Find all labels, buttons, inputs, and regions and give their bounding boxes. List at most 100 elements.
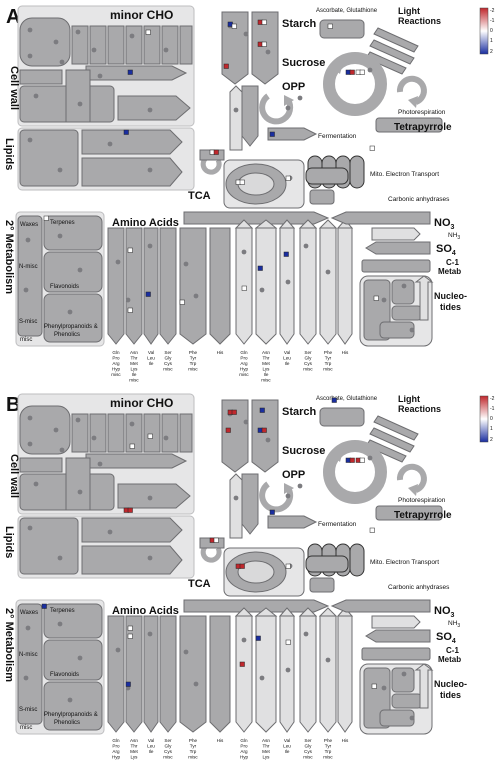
gene-dot [27,137,33,143]
amino-acid-name: Tyr [325,356,332,361]
s-misc-label: S-misc [19,319,37,325]
amino-acid-name: Leu [283,356,291,361]
gene-square [239,179,245,185]
light-reactions-label: Light [398,6,420,16]
opp-label: OPP [282,81,305,93]
gene-dot [325,657,331,663]
sucrose-arrow [251,11,279,85]
tetrapyrrole-box [375,505,443,521]
gene-square [213,149,219,155]
amino-acid-column [143,227,159,345]
carbonic-label: Carbonic anhydrases [388,196,450,203]
gene-dot [75,417,81,423]
amino-acid-name: Pro [240,356,248,361]
gene-dot [233,107,239,113]
gene-dot [97,461,103,467]
amino-acid-name: Leu [283,744,291,749]
gene-dot [183,261,189,267]
gene-dot [57,555,63,561]
cell-wall-block [19,17,71,67]
amino-acid-name: His [342,350,349,355]
gene-square [239,661,245,667]
amino-acid-name: Ile [285,361,290,366]
no3-label: NO3 [434,217,455,231]
gene-square [225,427,231,433]
amino-acid-name: Pro [240,744,248,749]
amino-acid-name: misc [111,372,121,377]
waxes-label: Waxes [20,610,38,616]
amino-acid-name: misc [261,378,271,383]
amino-acid-column [255,227,277,345]
gene-square [359,69,365,75]
gene-dot [401,283,407,289]
amino-acid-name: Lys [131,367,139,372]
amino-acid-columns: GlnProArgHypmiscAsnThrMetLysIlemiscValLe… [107,607,354,760]
amino-acid-name: Thr [263,356,270,361]
amino-acid-column [209,615,231,733]
minor-cho-label: minor CHO [110,396,173,410]
gene-dot [129,33,135,39]
amino-acid-name: Met [130,749,138,754]
gene-dot [241,249,247,255]
amino-acid-name: Hyp [240,755,249,760]
gene-square [255,635,261,641]
amino-acid-name: misc [188,755,198,760]
tetrapyrrole-label: Tetrapyrrole [394,122,452,133]
fermentation-label: Fermentation [318,133,357,140]
gene-dot [67,697,73,703]
amino-acids-label: Amino Acids [112,217,179,229]
amino-acid-name: Trp [190,361,197,366]
gene-square [359,457,365,463]
amino-acid-name: Lys [263,755,271,760]
gene-square [147,433,153,439]
phenolics-label: Phenolics [54,720,80,726]
amino-acid-name: Met [130,361,138,366]
gene-dot [25,625,31,631]
gene-square [331,397,337,403]
amino-acid-name: Hyp [112,755,121,760]
starch-arrow [221,399,249,473]
sucrose-arrow [251,399,279,473]
photorespiration-cycle [396,463,427,493]
amino-acid-column [319,227,337,345]
so4-label: SO4 [436,243,456,257]
gene-dot [381,685,387,691]
amino-acid-name: Tyr [325,744,332,749]
gene-square [283,251,289,257]
amino-acid-name: Hyp [112,367,121,372]
amino-acid-column [143,615,159,733]
gene-square [127,507,133,513]
sucrose-label: Sucrose [282,445,325,457]
amino-acid-name: Ser [164,738,172,743]
amino-acid-name: Trp [325,361,332,366]
gene-square [145,291,151,297]
amino-acid-name: Phe [189,738,198,743]
waxes-label: Waxes [20,222,38,228]
no3-arrow [330,211,431,225]
gene-square [127,633,133,639]
no3-label: NO3 [434,605,455,619]
gene-dot [27,53,33,59]
gene-dot [23,675,29,681]
gene-dot [107,141,113,147]
opp-label: OPP [282,469,305,481]
amino-acid-column [255,615,277,733]
terpenes-label: Terpenes [50,220,75,226]
gene-square [369,145,375,151]
gene-dot [59,59,65,65]
gene-dot [129,421,135,427]
starch-arrow [221,11,249,85]
svg-text:tides: tides [440,690,461,700]
amino-acid-column [279,227,295,345]
gene-square [349,457,355,463]
amino-acid-name: Gly [165,744,173,749]
amino-acid-name: Cys [304,749,313,754]
gene-square [129,443,135,449]
gene-square [269,131,275,137]
amino-acid-name: misc [239,372,249,377]
amino-acid-name: Ile [264,372,269,377]
gene-dot [147,555,153,561]
amino-acid-name: Lys [131,755,139,760]
amino-acid-name: Phe [324,350,333,355]
amino-acid-column [107,227,125,345]
